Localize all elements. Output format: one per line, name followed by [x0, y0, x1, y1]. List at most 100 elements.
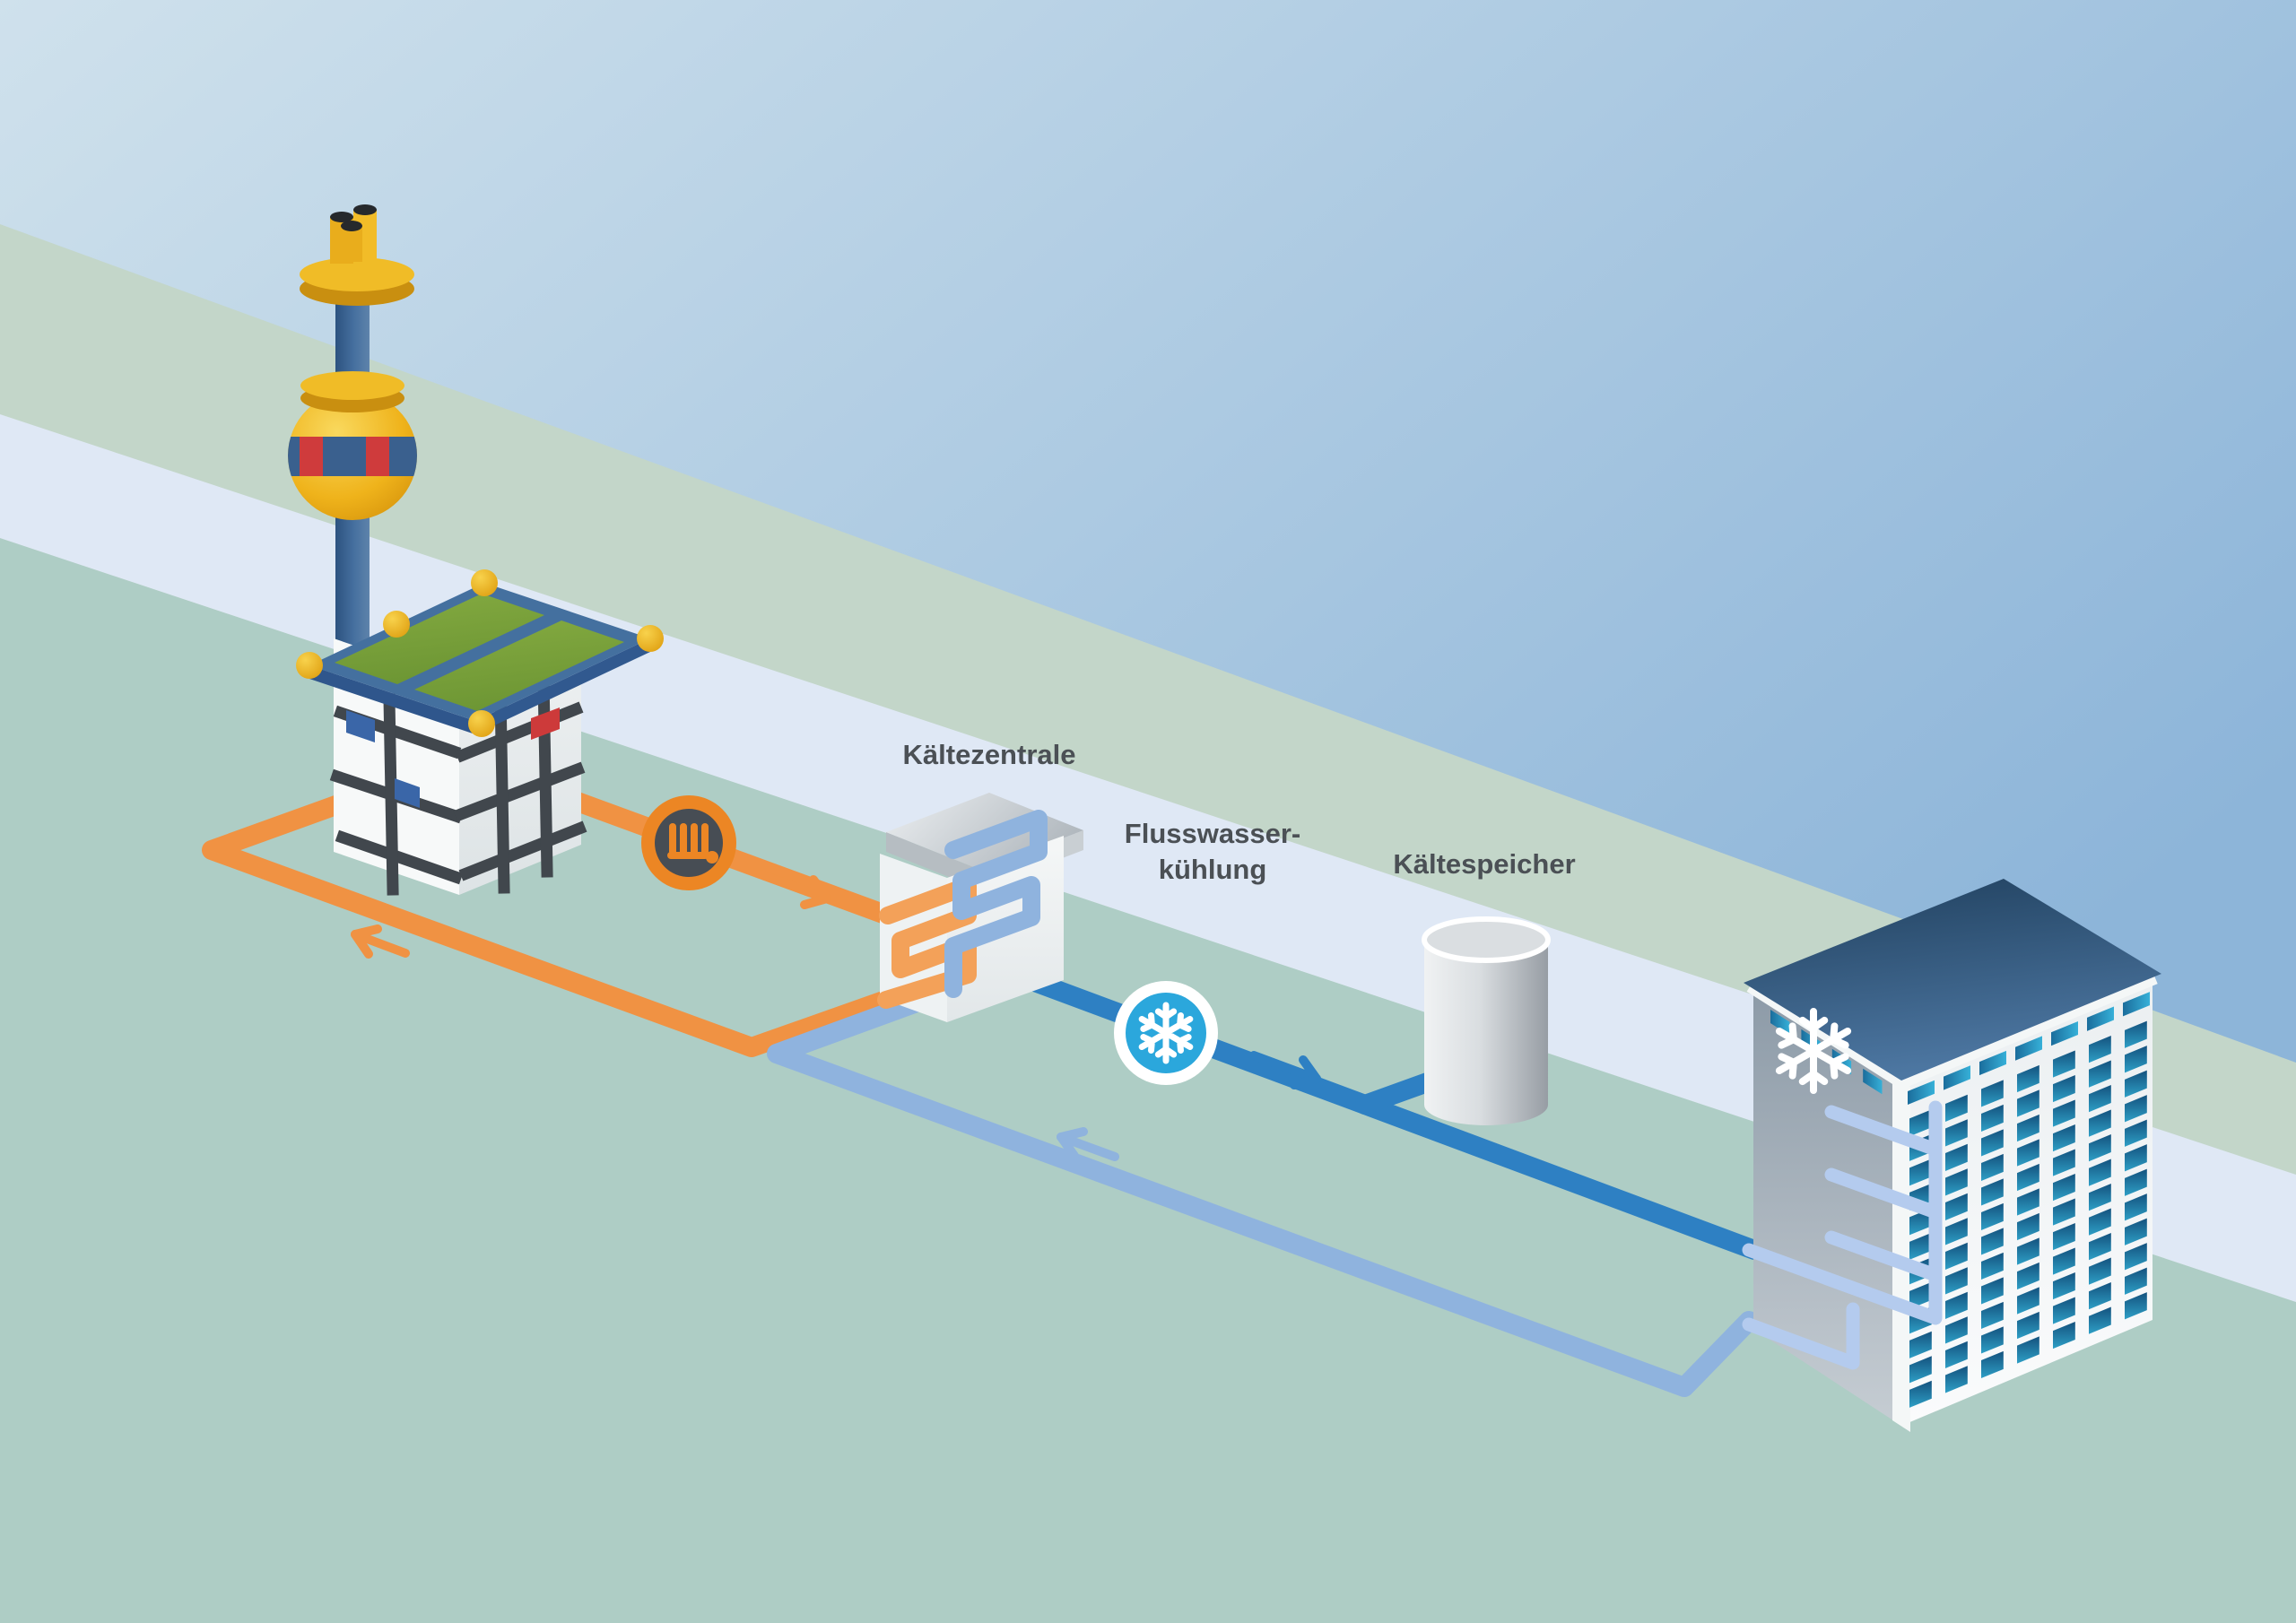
window — [2053, 1222, 2075, 1251]
window — [2053, 1149, 2075, 1176]
hot-return-arrow — [351, 924, 410, 959]
window — [2053, 1050, 2075, 1078]
window — [1909, 1380, 1932, 1408]
plant-sphere-band — [288, 437, 417, 476]
window — [1945, 1094, 1968, 1122]
window — [1908, 1080, 1935, 1105]
window — [1770, 1010, 1790, 1036]
building-window-band-right — [1908, 992, 2150, 1105]
window — [1981, 1277, 2004, 1305]
plant-facade-blue-window — [346, 710, 375, 742]
building-snowflake-icon — [1775, 1008, 1852, 1094]
window — [2089, 1109, 2111, 1137]
window — [2053, 1247, 2075, 1275]
cold-storage-label: Kältespeicher — [1393, 848, 1575, 880]
river-cooling-label-line2: kühlung — [1159, 854, 1267, 885]
window — [2089, 1134, 2111, 1162]
snowflake-path — [1775, 1008, 1852, 1094]
snowflake-icon — [1114, 981, 1218, 1085]
plant-facade-blue-window-small — [395, 778, 420, 808]
plant-tower-flange — [300, 257, 414, 291]
hot-supply-arrow — [756, 870, 831, 909]
window — [1981, 1178, 2004, 1206]
window — [2125, 1119, 2147, 1147]
radiator-icon — [641, 795, 736, 890]
window — [2017, 1188, 2039, 1216]
plant-roof-frame — [309, 583, 650, 721]
window — [1909, 1356, 1932, 1384]
window — [1945, 1242, 1968, 1270]
window — [2125, 1193, 2147, 1221]
window — [1981, 1202, 2004, 1231]
window — [2125, 1218, 2147, 1245]
window — [2123, 992, 2150, 1017]
hot-return-pipe — [202, 794, 896, 1057]
window — [2125, 1243, 2147, 1271]
window — [2017, 1212, 2039, 1241]
window — [2053, 1321, 2075, 1350]
window — [1945, 1316, 1968, 1344]
window — [1945, 1193, 1968, 1220]
window — [2125, 1095, 2147, 1123]
window — [1945, 1168, 1968, 1196]
window — [2053, 1297, 2075, 1324]
window — [2089, 1306, 2111, 1334]
plant-roof-panel-1 — [335, 594, 544, 684]
cooling-center-label: Kältezentrale — [903, 739, 1076, 770]
window — [2125, 1144, 2147, 1172]
window — [2053, 1271, 2075, 1300]
window — [2053, 1198, 2075, 1226]
plant-roof-panel-2 — [414, 621, 624, 711]
window — [1981, 1153, 2004, 1182]
plant-chimney-stacks — [330, 204, 377, 264]
window — [1981, 1252, 2004, 1280]
window — [2017, 1311, 2039, 1340]
window — [2125, 1267, 2147, 1295]
window — [2017, 1237, 2039, 1265]
snowflake-path — [1138, 1002, 1194, 1064]
cold-serpentine-coil — [944, 810, 1048, 998]
window — [1981, 1350, 2004, 1379]
window — [1863, 1068, 1883, 1095]
window — [1945, 1341, 1968, 1368]
window — [2017, 1064, 2039, 1093]
window — [2125, 1292, 2147, 1320]
window — [1981, 1228, 2004, 1255]
plant-tower-ring — [300, 371, 404, 400]
window — [2089, 1257, 2111, 1285]
labels: Kältezentrale Flusswasser- kühlung Kälte… — [903, 739, 1576, 885]
window — [2089, 1159, 2111, 1186]
window — [2053, 1124, 2075, 1152]
window — [2087, 1006, 2114, 1031]
window — [2017, 1114, 2039, 1142]
window — [2089, 1282, 2111, 1310]
window — [1945, 1267, 1968, 1295]
window — [2017, 1287, 2039, 1315]
window — [2089, 1060, 2111, 1088]
window — [2017, 1163, 2039, 1192]
tank-top — [1422, 916, 1551, 963]
window — [2089, 1036, 2111, 1063]
pipe-network — [202, 777, 1764, 1397]
plant-roof-lip-left — [309, 665, 475, 734]
window — [2089, 1208, 2111, 1236]
building-left-face — [1753, 986, 1901, 1426]
window — [2125, 1020, 2147, 1048]
cold-storage-tank — [1422, 916, 1551, 1125]
window — [2125, 1070, 2147, 1098]
cooling-center — [877, 793, 1083, 1022]
window — [1945, 1143, 1968, 1171]
window — [1909, 1281, 1932, 1309]
office-building — [1742, 879, 2161, 1432]
window — [1981, 1301, 2004, 1330]
window — [2015, 1036, 2042, 1061]
power-plant — [288, 204, 664, 896]
building-riser-glyph — [1742, 1100, 1943, 1370]
window — [2089, 1233, 2111, 1261]
window — [2053, 1173, 2075, 1202]
window — [2017, 1262, 2039, 1290]
window — [2125, 1168, 2147, 1196]
river-cooling-label-line1: Flusswasser- — [1125, 818, 1300, 849]
